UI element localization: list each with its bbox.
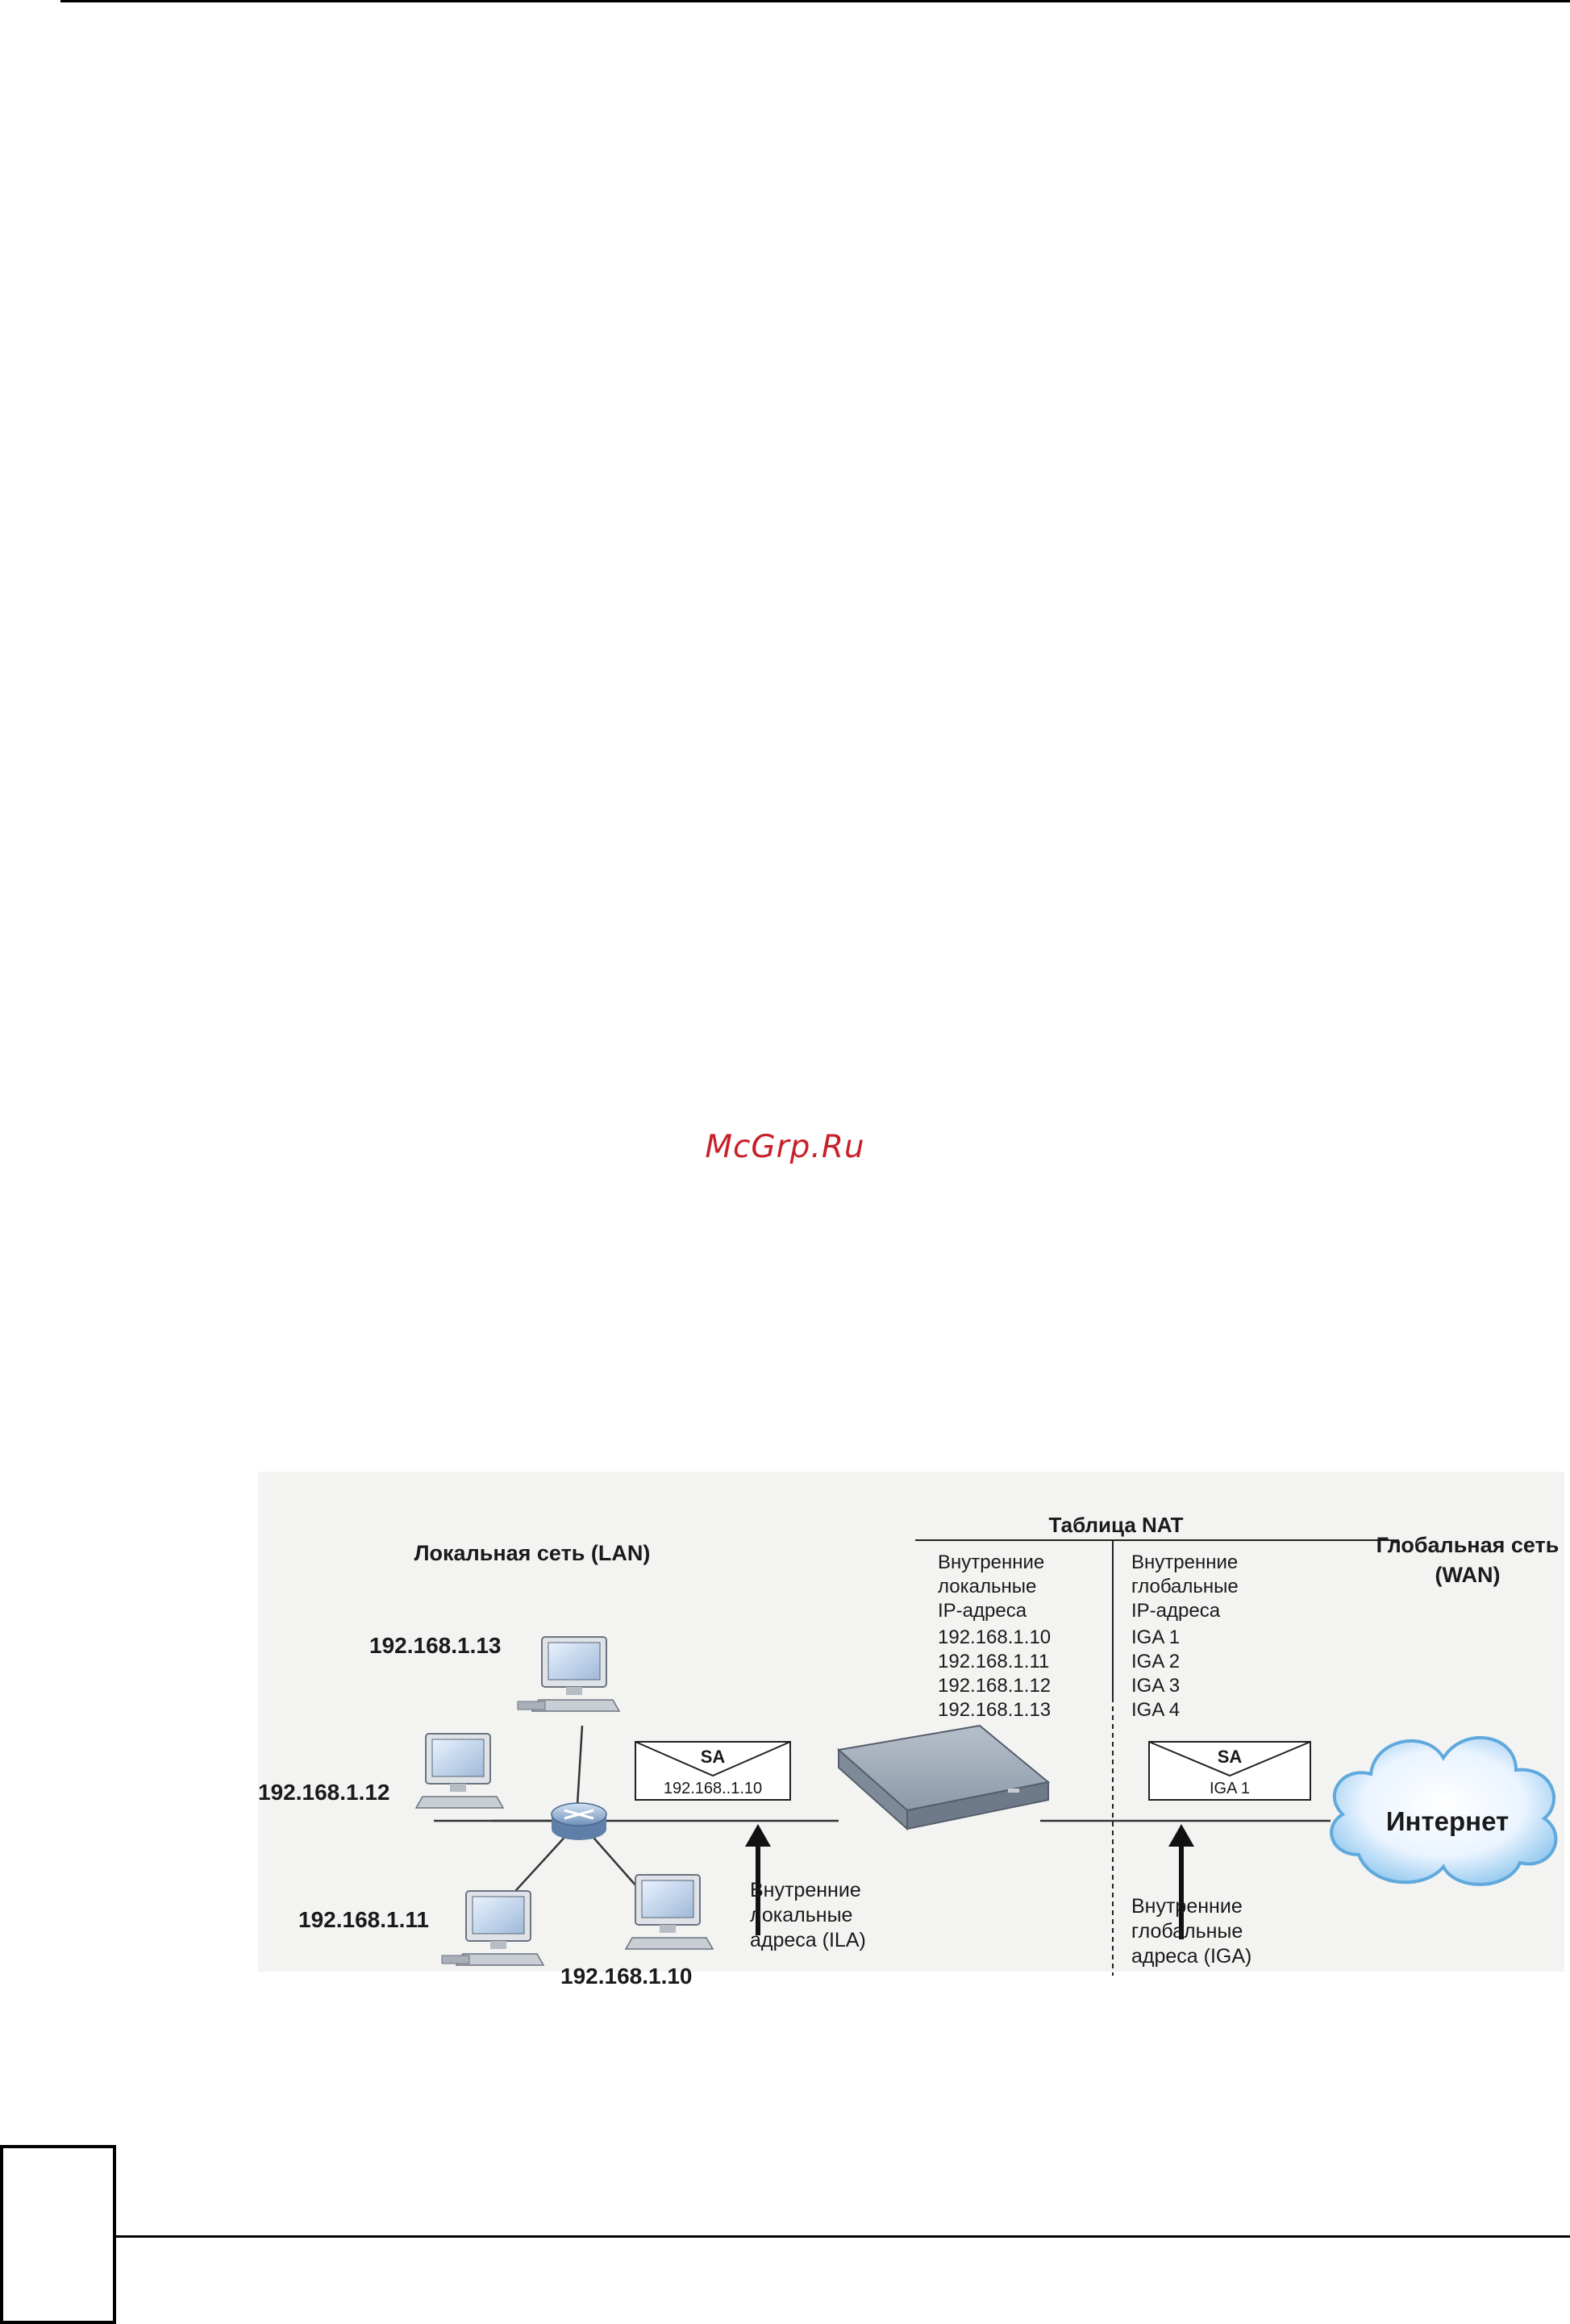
wan-packet-header: SA [1218,1747,1243,1767]
wan-label-line2: (WAN) [1435,1563,1501,1587]
lan-packet-header: SA [701,1747,726,1767]
bottom-rule [116,2235,1570,2238]
internet-cloud-icon [1330,1736,1558,1886]
iga-caption-3: адреса (IGA) [1131,1945,1251,1968]
lan-packet-envelope [635,1741,791,1801]
host-label-13: 192.168.1.13 [369,1633,502,1658]
computer-icon-11 [441,1890,545,1966]
host-label-10: 192.168.1.10 [560,1964,693,1989]
computer-icon-10 [624,1874,714,1950]
iga-header-3: IP-адреса [1131,1600,1221,1622]
ila-arrow [745,1824,771,1935]
iga-caption-1: Внутренние [1131,1895,1243,1918]
wire-pc10 [588,1831,638,1888]
nat-router-icon [836,1724,1051,1831]
ila-address-2: 192.168.1.11 [938,1651,1049,1672]
ila-address-1: 192.168.1.10 [938,1626,1051,1648]
ila-caption-3: адреса (ILA) [750,1929,866,1951]
ila-header-3: IP-адреса [938,1600,1027,1622]
computer-icon-12 [414,1733,505,1809]
ila-caption-1: Внутренние [750,1879,861,1901]
ila-address-3: 192.168.1.12 [938,1675,1051,1697]
iga-address-1: IGA 1 [1131,1626,1180,1648]
hub-icon [551,1802,607,1840]
internet-label: Интернет [1386,1806,1509,1836]
nat-table-title: Таблица NAT [1048,1513,1183,1537]
ila-caption-2: локальные [750,1904,852,1926]
wan-label-line1: Глобальная сеть [1376,1533,1560,1557]
ila-address-4: 192.168.1.13 [938,1699,1051,1721]
host-label-11: 192.168.1.11 [298,1907,429,1932]
iga-address-4: IGA 4 [1131,1699,1180,1721]
wire-pc11 [507,1831,570,1900]
iga-arrow [1168,1824,1194,1939]
figure-background [258,1472,1564,1972]
computer-icon-13 [517,1636,621,1712]
iga-address-2: IGA 2 [1131,1651,1180,1672]
page-number-box [0,2145,116,2324]
iga-header-1: Внутренние [1131,1551,1238,1573]
lan-label: Локальная сеть (LAN) [414,1541,651,1565]
host-label-12: 192.168.1.12 [258,1780,390,1805]
wan-packet-envelope [1148,1741,1311,1801]
iga-address-3: IGA 3 [1131,1675,1180,1697]
lan-packet-address: 192.168..1.10 [664,1780,762,1797]
wan-packet-address: IGA 1 [1210,1780,1250,1797]
iga-header-2: глобальные [1131,1576,1239,1597]
ila-header-1: Внутренние [938,1551,1044,1573]
iga-caption-2: глобальные [1131,1920,1243,1943]
top-rule [60,0,1570,2]
watermark: McGrp.Ru [705,1129,865,1165]
ila-header-2: локальные [938,1576,1036,1597]
